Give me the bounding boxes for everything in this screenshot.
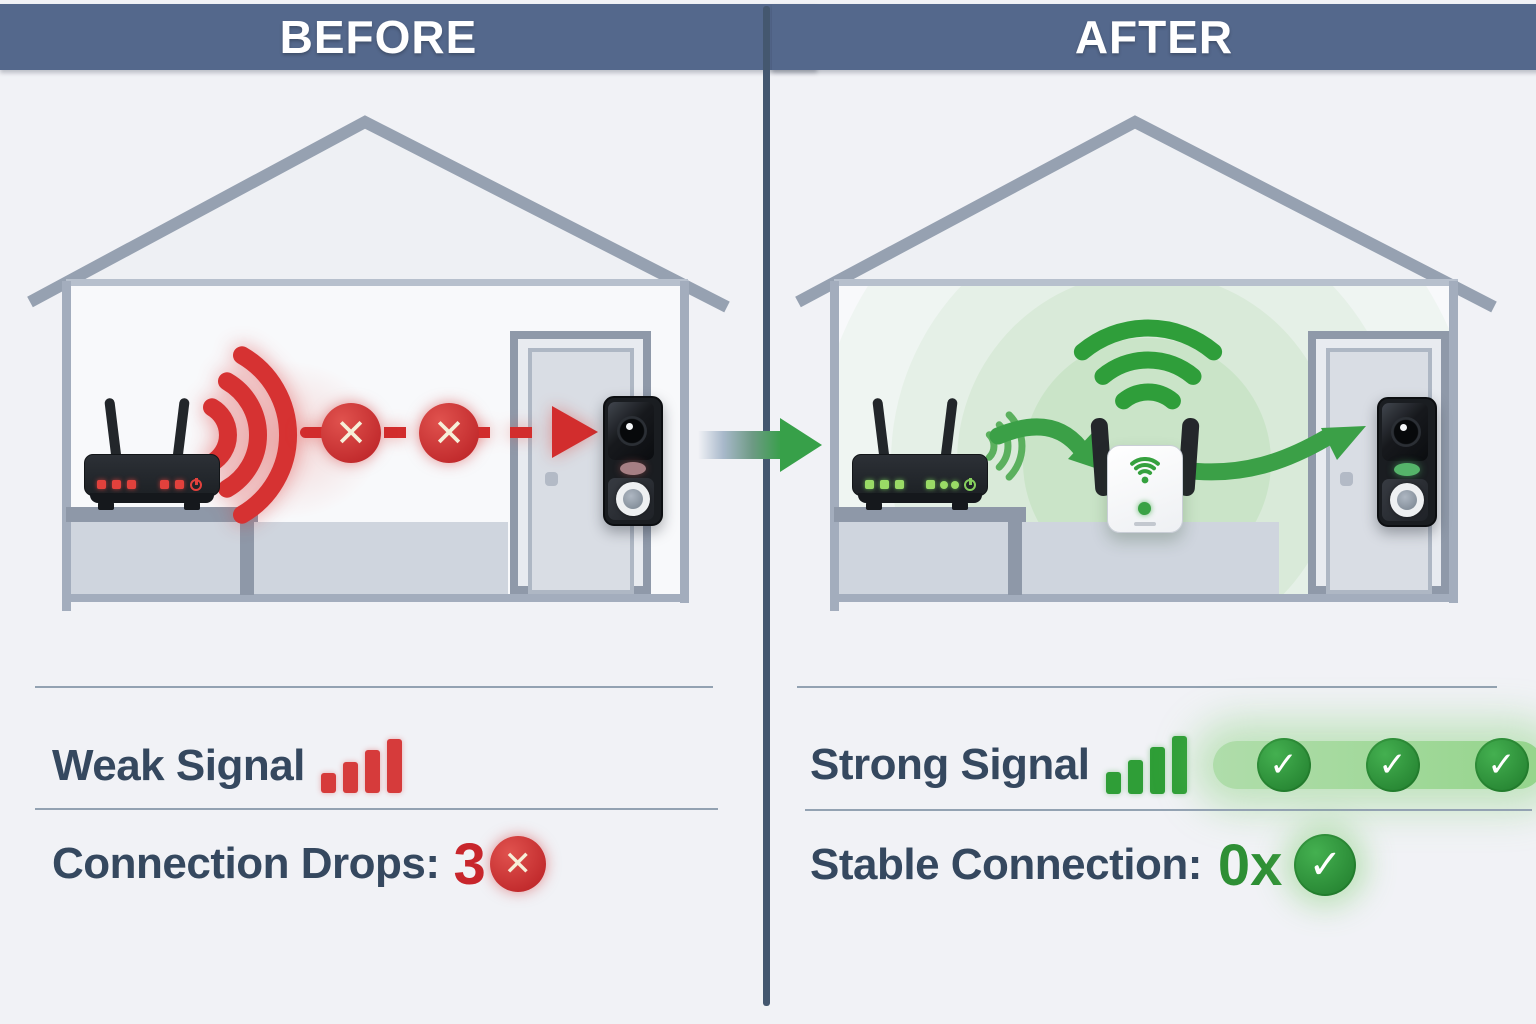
strong-signal-row: Strong Signal ✓ ✓ ✓ bbox=[810, 733, 1536, 797]
router-led bbox=[880, 480, 889, 489]
extender-wifi-icon bbox=[1130, 457, 1160, 484]
check-icon: ✓ bbox=[1378, 745, 1407, 785]
router-led bbox=[895, 480, 904, 489]
doorbell-status-led bbox=[620, 462, 646, 475]
router-led bbox=[127, 480, 136, 489]
router-foot bbox=[952, 502, 968, 510]
stable-connection-row: Stable Connection: 0x ✓ bbox=[810, 832, 1357, 898]
green-arrow-extender-to-doorbell-icon bbox=[1174, 426, 1366, 481]
before-front-door-frame bbox=[510, 331, 651, 594]
after-cabinet bbox=[839, 522, 1279, 594]
stable-count: 0x bbox=[1217, 832, 1283, 898]
x-icon: ✕ bbox=[335, 411, 367, 455]
x-circle-icon: ✕ bbox=[419, 403, 479, 463]
router-led bbox=[865, 480, 874, 489]
doorbell-button-icon bbox=[1390, 483, 1424, 517]
after-video-doorbell bbox=[1377, 397, 1437, 527]
before-title: BEFORE bbox=[279, 11, 478, 63]
check-circle-icon: ✓ bbox=[1365, 738, 1420, 792]
x-icon: ✕ bbox=[433, 411, 465, 455]
strong-signal-label: Strong Signal bbox=[810, 740, 1090, 789]
after-floor-line bbox=[830, 594, 1458, 602]
drops-count: 3 bbox=[453, 831, 486, 897]
router-antenna-icon bbox=[172, 397, 190, 463]
doorbell-status-led bbox=[1394, 463, 1420, 476]
after-wifi-router bbox=[852, 396, 988, 512]
before-right-wall bbox=[680, 281, 689, 603]
after-ceiling-line bbox=[834, 279, 1458, 286]
check-icon: ✓ bbox=[1487, 745, 1516, 785]
x-icon: ✕ bbox=[503, 844, 533, 884]
before-floor-line bbox=[62, 594, 689, 602]
router-led bbox=[112, 480, 121, 489]
strong-signal-bars-icon bbox=[1105, 736, 1187, 794]
before-header-bar: BEFORE bbox=[0, 4, 817, 70]
red-arrow-icon bbox=[552, 406, 598, 458]
check-icon: ✓ bbox=[1269, 745, 1298, 785]
doorbell-camera-lens-icon bbox=[617, 416, 647, 446]
extender-label-slot bbox=[1134, 522, 1156, 526]
after-header-bar: AFTER bbox=[772, 4, 1536, 70]
x-circle-icon: ✕ bbox=[489, 836, 546, 892]
before-wifi-router bbox=[84, 396, 220, 512]
after-left-wall bbox=[830, 281, 839, 611]
before-separator bbox=[35, 686, 713, 688]
router-base bbox=[858, 493, 982, 503]
router-led bbox=[175, 480, 184, 489]
router-led bbox=[926, 480, 935, 489]
before-door-knob-icon bbox=[545, 472, 558, 486]
transition-arrow-shaft-icon bbox=[698, 431, 782, 459]
after-house-roof bbox=[795, 115, 1497, 313]
panel-divider bbox=[763, 6, 770, 1006]
doorbell-camera-lens-icon bbox=[1391, 417, 1421, 447]
before-video-doorbell bbox=[603, 396, 663, 526]
stable-checks-band: ✓ ✓ ✓ bbox=[1212, 738, 1536, 792]
connection-drops-label: Connection Drops: bbox=[52, 839, 440, 888]
after-separator bbox=[797, 686, 1497, 688]
stable-connection-label: Stable Connection: bbox=[810, 840, 1202, 889]
router-antenna-icon bbox=[940, 397, 958, 463]
weak-signal-label: Weak Signal bbox=[52, 741, 305, 790]
after-title: AFTER bbox=[1074, 11, 1234, 63]
before-left-wall bbox=[62, 281, 71, 611]
router-antenna-icon bbox=[104, 397, 122, 463]
before-house-roof bbox=[27, 115, 730, 313]
extended-wifi-waves-icon bbox=[1073, 319, 1223, 410]
router-foot bbox=[866, 502, 882, 510]
check-icon: ✓ bbox=[1308, 842, 1343, 888]
x-circle-icon: ✕ bbox=[321, 403, 381, 463]
connection-drops-row: Connection Drops: 3 ✕ bbox=[52, 831, 546, 897]
router-antenna-icon bbox=[872, 397, 890, 463]
check-circle-icon: ✓ bbox=[1474, 738, 1529, 792]
after-right-wall bbox=[1449, 281, 1458, 603]
router-body bbox=[84, 454, 220, 496]
doorbell-button-icon bbox=[616, 482, 650, 516]
router-foot bbox=[98, 502, 114, 510]
weak-signal-row: Weak Signal bbox=[52, 737, 402, 795]
router-power-icon bbox=[964, 478, 976, 491]
weak-signal-bars-icon bbox=[320, 739, 402, 793]
transition-arrow-head-icon bbox=[780, 418, 822, 472]
router-led bbox=[97, 480, 106, 489]
after-table-top bbox=[834, 507, 1026, 522]
check-circle-icon: ✓ bbox=[1256, 738, 1311, 792]
router-led bbox=[940, 481, 948, 489]
router-led bbox=[160, 480, 169, 489]
before-table-top bbox=[66, 507, 258, 522]
router-base bbox=[90, 493, 214, 503]
before-ceiling-line bbox=[66, 279, 688, 286]
router-foot bbox=[184, 502, 200, 510]
before-table-leg bbox=[240, 521, 254, 595]
before-separator bbox=[35, 808, 718, 810]
before-cabinet bbox=[71, 522, 508, 594]
router-power-icon bbox=[190, 478, 202, 491]
after-separator bbox=[805, 809, 1532, 811]
extender-led bbox=[1138, 502, 1151, 515]
router-led bbox=[951, 481, 959, 489]
check-circle-icon: ✓ bbox=[1294, 834, 1357, 896]
wifi-extender bbox=[1085, 415, 1205, 535]
after-door-knob-icon bbox=[1340, 472, 1353, 486]
after-table-leg bbox=[1008, 521, 1022, 595]
